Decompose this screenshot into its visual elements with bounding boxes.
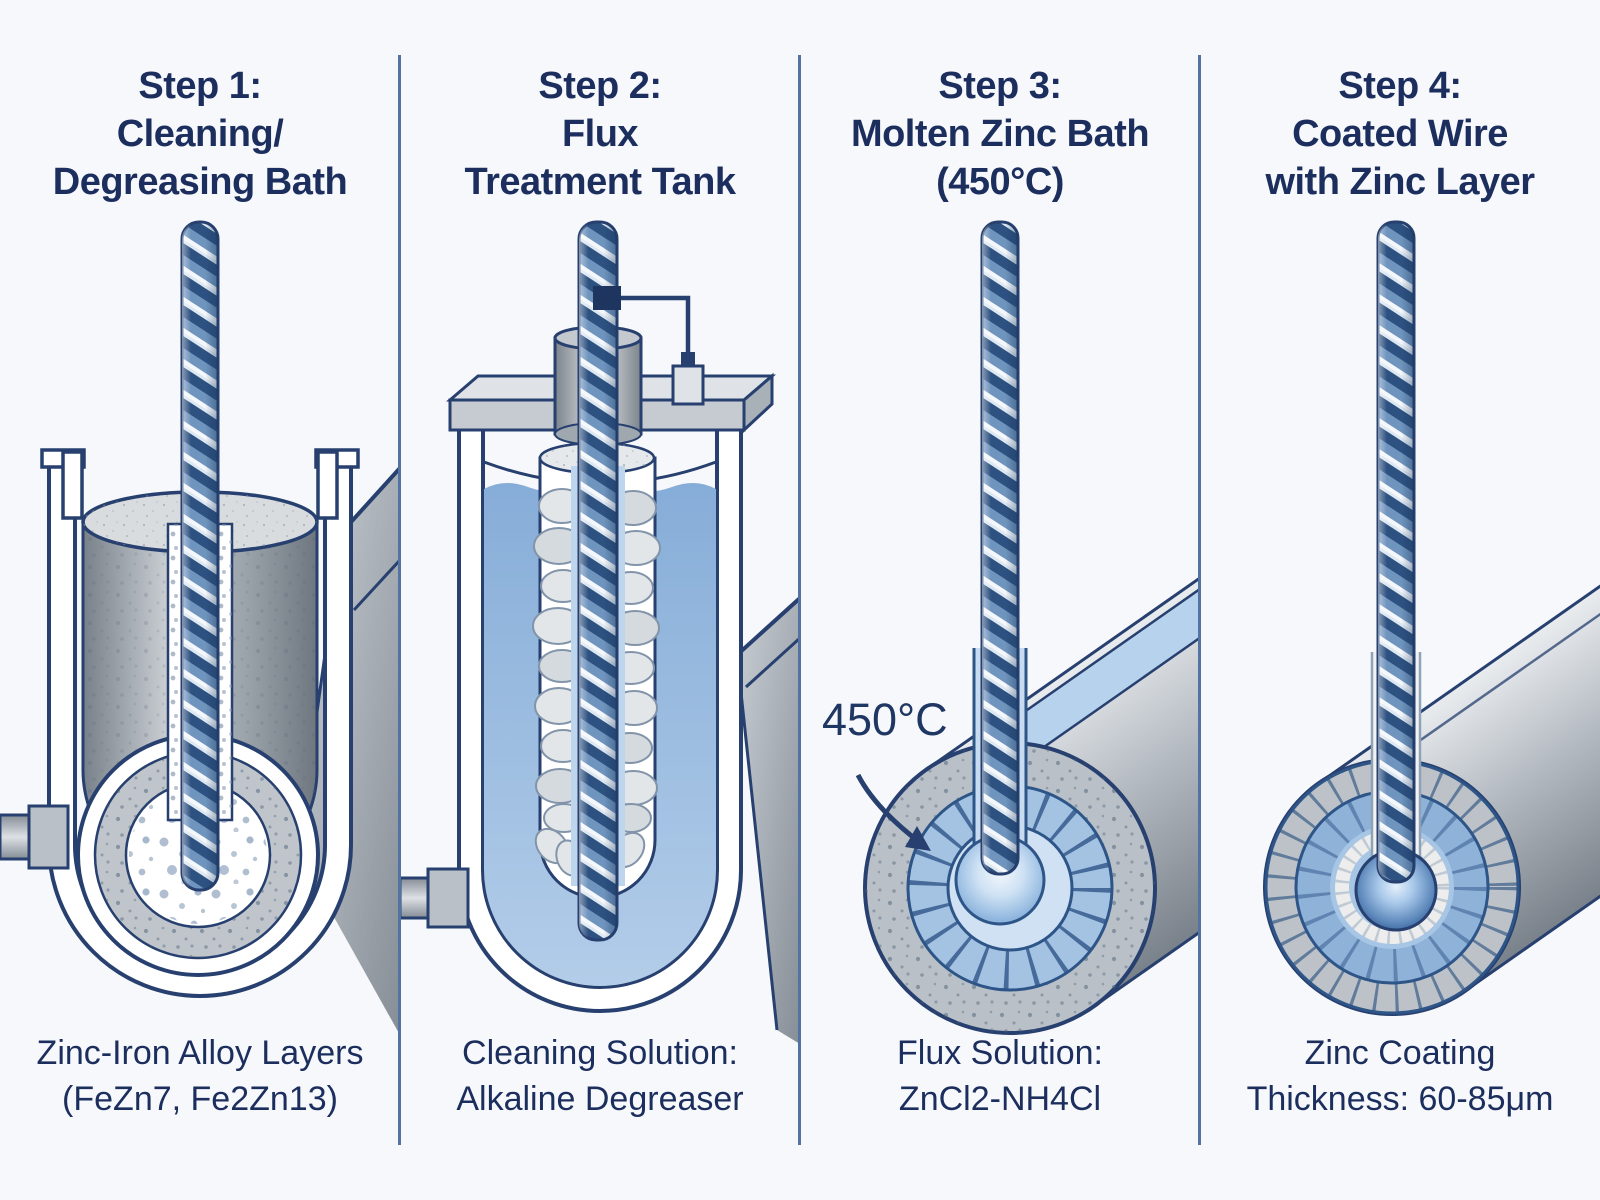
step-2-title-line2: Flux: [561, 113, 639, 155]
step-4-title-line2: Coated Wire: [1292, 113, 1508, 155]
step-3-title-line1: Step 3:: [938, 65, 1062, 107]
step-3-title-line2: Molten Zinc Bath: [850, 113, 1150, 155]
step-4-title-line1: Step 4:: [1338, 65, 1462, 107]
step-2-title-line3: Treatment Tank: [464, 161, 736, 203]
step-2-caption-line1: Cleaning Solution:: [462, 1034, 738, 1072]
steel-wire: [980, 220, 1020, 876]
steel-wire: [577, 220, 619, 942]
step-4-caption: Zinc Coating Thickness: 60-85μm: [1200, 1030, 1600, 1122]
temperature-annotation: 450°C: [822, 694, 948, 745]
cleaning-tank: [40, 448, 360, 998]
step-3-title-line3: (450°C): [936, 161, 1064, 203]
step-2-caption: Cleaning Solution: Alkaline Degreaser: [400, 1030, 800, 1122]
step-3-title: Step 3: Molten Zinc Bath (450°C): [800, 62, 1200, 206]
temperature-arrow: [855, 773, 931, 851]
panel-divider-1: [398, 55, 401, 1145]
step-3-caption-line1: Flux Solution:: [897, 1034, 1103, 1072]
inlet-pipe: [400, 867, 470, 929]
step-1-title-line2: Cleaning/: [116, 113, 284, 155]
drain-pipe: [0, 804, 70, 870]
step-1-caption-line1: Zinc-Iron Alloy Layers: [36, 1034, 364, 1072]
step-1-title-line1: Step 1:: [138, 65, 262, 107]
step-4-caption-line2: Thickness: 60-85μm: [1246, 1080, 1554, 1118]
background-chute: [735, 596, 800, 1044]
panel-divider-3: [1198, 55, 1201, 1145]
step-4-title: Step 4: Coated Wire with Zinc Layer: [1200, 62, 1600, 206]
step-3-caption-line2: ZnCl2-NH4Cl: [898, 1080, 1102, 1118]
step-4-caption-line1: Zinc Coating: [1304, 1034, 1496, 1072]
step-1-caption-line2: (FeZn7, Fe2Zn13): [62, 1080, 338, 1118]
step-2-title: Step 2: Flux Treatment Tank: [400, 62, 800, 206]
steel-wire: [1376, 220, 1416, 884]
step-3-caption: Flux Solution: ZnCl2-NH4Cl: [800, 1030, 1200, 1122]
step-1-title-line3: Degreasing Bath: [52, 161, 348, 203]
step-4-title-line3: with Zinc Layer: [1265, 161, 1535, 203]
steel-wire: [180, 220, 220, 892]
wire-sensor: [593, 286, 705, 406]
step-2-title-line1: Step 2:: [538, 65, 662, 107]
step-1-caption: Zinc-Iron Alloy Layers (FeZn7, Fe2Zn13): [0, 1030, 400, 1122]
step-1-title: Step 1: Cleaning/ Degreasing Bath: [0, 62, 400, 206]
panel-2-illustration: [400, 220, 800, 1044]
step-2-caption-line2: Alkaline Degreaser: [456, 1080, 744, 1118]
panel-4-illustration: [1263, 220, 1600, 1016]
panel-1-illustration: [0, 220, 400, 1035]
panel-divider-2: [798, 55, 801, 1145]
